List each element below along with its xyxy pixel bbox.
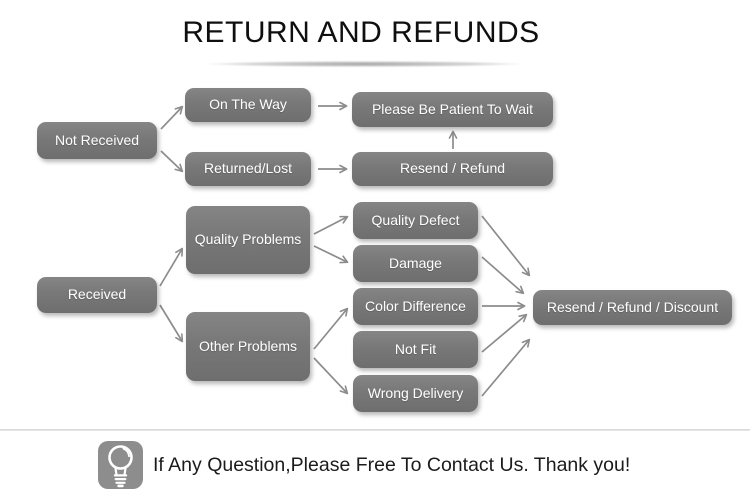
- arrow-not-fit-to-resend-refund-discount: [481, 313, 528, 353]
- lightbulb-icon: [98, 441, 143, 489]
- flow-node-on-the-way: On The Way: [185, 88, 311, 122]
- arrow-wrong-delivery-to-resend-refund-discount: [481, 338, 531, 397]
- flow-node-received: Received: [37, 277, 157, 313]
- flow-node-not-received: Not Received: [37, 122, 157, 159]
- arrow-quality-problems-to-damage: [313, 245, 349, 264]
- flow-node-wrong-delivery: Wrong Delivery: [353, 375, 478, 412]
- footer-divider: [0, 429, 750, 431]
- arrow-received-to-quality-problems: [159, 247, 184, 287]
- flow-node-quality-problems: Quality Problems: [186, 206, 310, 274]
- arrow-quality-defect-to-resend-refund-discount: [481, 215, 531, 277]
- flow-node-damage: Damage: [353, 245, 478, 282]
- title-divider: [158, 60, 570, 68]
- arrow-other-problems-to-wrong-delivery: [313, 357, 349, 395]
- flow-node-returned-lost: Returned/Lost: [185, 152, 311, 186]
- flow-node-other-problems: Other Problems: [186, 312, 310, 381]
- arrow-not-received-to-on-the-way: [160, 105, 184, 130]
- page-title: RETURN AND REFUNDS: [182, 16, 540, 49]
- arrow-other-problems-to-color-difference: [313, 307, 349, 350]
- flow-node-please-be-patient: Please Be Patient To Wait: [352, 92, 553, 127]
- arrow-damage-to-resend-refund-discount: [481, 256, 525, 295]
- footer-message: If Any Question,Please Free To Contact U…: [153, 453, 631, 476]
- flow-node-resend-refund: Resend / Refund: [352, 152, 553, 186]
- flow-node-quality-defect: Quality Defect: [353, 202, 478, 239]
- arrow-not-received-to-returned-lost: [160, 150, 184, 173]
- footer-note: If Any Question,Please Free To Contact U…: [98, 440, 738, 490]
- flow-node-resend-refund-discount: Resend / Refund / Discount: [533, 290, 732, 325]
- flow-node-color-difference: Color Difference: [353, 288, 478, 325]
- arrow-quality-problems-to-quality-defect: [313, 215, 349, 235]
- arrow-received-to-other-problems: [159, 304, 184, 343]
- flow-node-not-fit: Not Fit: [353, 331, 478, 368]
